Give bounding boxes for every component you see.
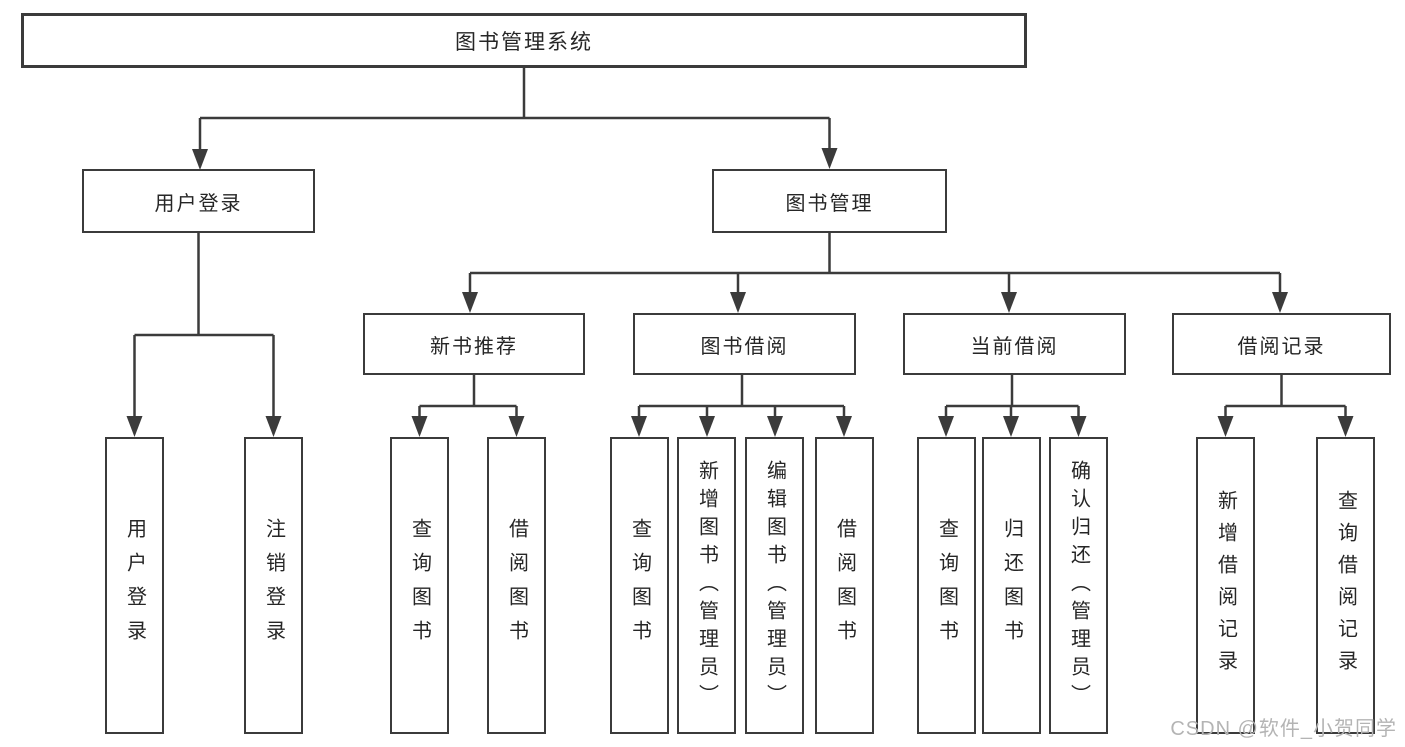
leaf-label: 借阅图书 xyxy=(505,517,528,654)
node-label: 用户登录 xyxy=(154,192,243,215)
node-label: 新书推荐 xyxy=(430,335,518,358)
leaf-add-borrow-record: 新增借阅记录 xyxy=(1196,437,1255,734)
leaf-query-books-current: 查询图书 xyxy=(917,437,976,734)
node-label: 图书借阅 xyxy=(700,335,789,358)
leaf-label: 新增借阅记录 xyxy=(1214,489,1237,682)
csdn-watermark: CSDN @软件_小贺同学 xyxy=(1170,718,1397,740)
node-library-management-system: 图书管理系统 xyxy=(21,13,1027,68)
node-new-book-recommend: 新书推荐 xyxy=(363,313,585,375)
connector-borrow-records-children xyxy=(1217,375,1354,437)
leaf-label: 查询图书 xyxy=(628,517,651,654)
leaf-label: 用户登录 xyxy=(123,517,146,654)
leaf-label: 归还图书 xyxy=(1000,517,1023,654)
leaf-label: 查询图书 xyxy=(408,517,431,654)
leaf-return-book: 归还图书 xyxy=(982,437,1041,734)
node-label: 当前借阅 xyxy=(970,335,1059,358)
node-book-management: 图书管理 xyxy=(712,169,947,233)
connector-book-management-children xyxy=(462,233,1288,313)
leaf-label: 借阅图书 xyxy=(833,517,856,654)
connector-current-borrow-children xyxy=(938,375,1087,437)
leaf-add-book-admin: 新增图书（管理员） xyxy=(677,437,736,734)
connector-user-login-children xyxy=(126,233,282,437)
leaf-query-books-borrow: 查询图书 xyxy=(610,437,669,734)
leaf-user-login: 用户登录 xyxy=(105,437,164,734)
node-borrow-records: 借阅记录 xyxy=(1172,313,1391,375)
leaf-logout: 注销登录 xyxy=(244,437,303,734)
connector-root-to-level2 xyxy=(192,68,838,170)
leaf-label: 编辑图书（管理员） xyxy=(763,459,786,712)
leaf-label: 新增图书（管理员） xyxy=(695,459,718,712)
leaf-label: 查询图书 xyxy=(935,517,958,654)
node-label: 图书管理系统 xyxy=(455,30,593,54)
leaf-query-borrow-record: 查询借阅记录 xyxy=(1316,437,1375,734)
leaf-edit-book-admin: 编辑图书（管理员） xyxy=(745,437,804,734)
leaf-label: 查询借阅记录 xyxy=(1334,489,1357,682)
node-user-login: 用户登录 xyxy=(82,169,315,233)
connector-new-book-recommend-children xyxy=(411,375,525,437)
leaf-label: 注销登录 xyxy=(262,517,285,654)
leaf-query-books-recommend: 查询图书 xyxy=(390,437,449,734)
node-label: 借阅记录 xyxy=(1237,335,1326,358)
leaf-label: 确认归还（管理员） xyxy=(1067,459,1090,712)
leaf-confirm-return-admin: 确认归还（管理员） xyxy=(1049,437,1108,734)
leaf-borrow-books: 借阅图书 xyxy=(815,437,874,734)
leaf-borrow-books-recommend: 借阅图书 xyxy=(487,437,546,734)
connector-book-borrow-children xyxy=(631,375,852,437)
node-current-borrow: 当前借阅 xyxy=(903,313,1126,375)
node-label: 图书管理 xyxy=(785,192,874,215)
node-book-borrow: 图书借阅 xyxy=(633,313,856,375)
